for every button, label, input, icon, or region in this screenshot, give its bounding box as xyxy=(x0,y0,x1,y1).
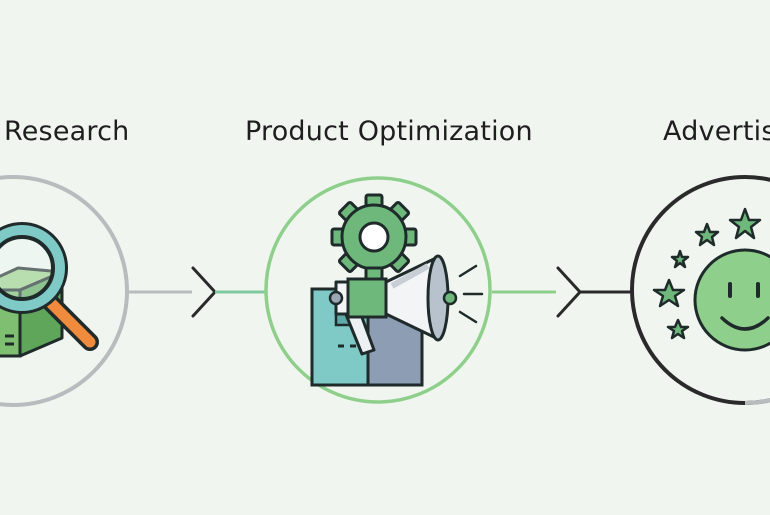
star-icon xyxy=(652,278,686,308)
connector-2 xyxy=(492,266,632,318)
star-icon xyxy=(694,222,720,247)
star-icon xyxy=(728,207,762,240)
stage-product-optimization xyxy=(264,176,492,404)
chevron-right-icon xyxy=(191,266,217,318)
connector-1 xyxy=(128,266,268,318)
stage-label-research: Research xyxy=(4,116,130,147)
smiley-icon xyxy=(693,248,770,352)
gear-icon xyxy=(330,193,418,292)
stage-research xyxy=(0,175,129,407)
chevron-right-icon xyxy=(556,266,582,318)
magnifier-icon xyxy=(0,222,99,351)
star-icon xyxy=(666,318,690,340)
stage-advertising xyxy=(630,175,770,405)
stage-label-advertising: Advertis xyxy=(663,116,770,147)
stage-label-product-optimization: Product Optimization xyxy=(245,116,533,147)
megaphone-icon xyxy=(328,254,484,356)
stars xyxy=(652,207,762,340)
star-icon xyxy=(670,249,690,269)
